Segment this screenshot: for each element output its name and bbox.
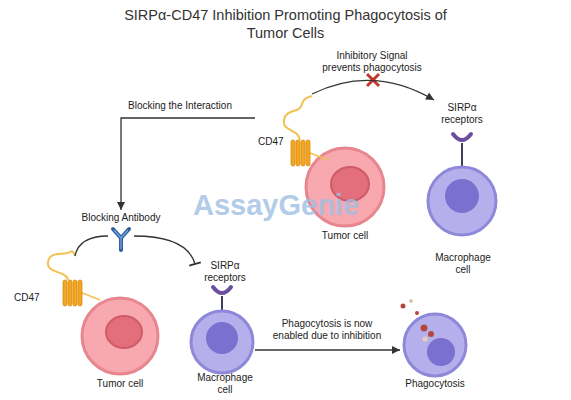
cd47-helix <box>73 280 77 306</box>
edge-label: Phagocytosis is now enabled due to inhib… <box>266 318 388 342</box>
sirpa-receptor <box>453 134 471 140</box>
cd47-helix <box>68 280 72 306</box>
edge-label: Inhibitory Signal prevents phagocytosis <box>317 50 427 74</box>
cd47-tail <box>310 153 328 160</box>
arrow-head <box>425 92 434 100</box>
cell-node: Blocking Antibody <box>108 210 134 250</box>
engulfed-dot <box>423 337 428 342</box>
arrow-head <box>117 202 125 210</box>
cd47-tail <box>80 292 100 300</box>
cell-label: Macrophage cell <box>194 372 256 396</box>
arrow-head <box>392 346 400 354</box>
engulfed-dot <box>428 331 434 337</box>
cell-label: CD47 <box>258 136 298 148</box>
connector-line <box>75 236 108 256</box>
cd47-helix <box>63 280 67 306</box>
sirpa-receptor <box>213 287 231 293</box>
debris-dot <box>401 304 406 309</box>
edge-label: Blocking the Interaction <box>118 100 242 112</box>
cell-node: SIRPα receptorsMacrophage cell <box>428 100 498 276</box>
cell-node: Phagocytosis <box>400 300 470 392</box>
block-cross <box>367 74 379 86</box>
cell-label: Phagocytosis <box>388 378 482 390</box>
cd47-helix <box>291 140 295 166</box>
debris-dot <box>415 311 419 315</box>
cd47-helix <box>296 140 300 166</box>
cell-node: SIRPα receptorsMacrophage cell <box>195 258 255 398</box>
connector <box>117 118 255 210</box>
macrophage-nucleus <box>427 338 455 366</box>
connector <box>255 346 400 354</box>
macrophage-body <box>404 314 466 376</box>
connector <box>75 236 108 256</box>
tumor-cell-body <box>82 298 158 374</box>
cd47-helix <box>306 140 310 166</box>
macrophage-nucleus <box>206 322 238 354</box>
engulfed-dot <box>421 325 428 332</box>
connector <box>312 80 434 100</box>
connector-line <box>121 118 255 210</box>
block-cross <box>367 74 379 86</box>
cell-label: Blocking Antibody <box>76 212 166 224</box>
cell-label: CD47 <box>14 292 54 304</box>
connector <box>134 236 201 266</box>
connector-line <box>312 80 434 100</box>
cell-label: Macrophage cell <box>432 252 494 276</box>
cell-node: CD47Tumor cell <box>10 256 168 393</box>
cell-label: Tumor cell <box>300 230 390 242</box>
inhibition-bar <box>189 262 201 265</box>
tumor-nucleus <box>106 316 142 348</box>
cell-label: SIRPα receptors <box>436 102 488 126</box>
cell-label: SIRPα receptors <box>199 260 251 284</box>
macrophage-nucleus <box>445 179 479 213</box>
connector-line <box>134 236 195 264</box>
watermark: AssayGenie <box>193 189 359 222</box>
connector-line <box>255 349 400 350</box>
debris-dot <box>409 299 413 303</box>
cd47-domain <box>284 96 312 140</box>
macrophage-body <box>428 167 496 235</box>
sirpa-stalk <box>461 143 463 168</box>
cd47-domain <box>48 251 75 280</box>
cd47-helix <box>78 280 82 306</box>
macrophage-body <box>191 311 253 373</box>
cell-label: Tumor cell <box>75 378 165 390</box>
cell-node: CD47Tumor cell <box>255 94 385 242</box>
diagram-title: SIRPα-CD47 Inhibition Promoting Phagocyt… <box>113 6 458 42</box>
cd47-helix <box>301 140 305 166</box>
antibody-highlight <box>114 230 128 249</box>
